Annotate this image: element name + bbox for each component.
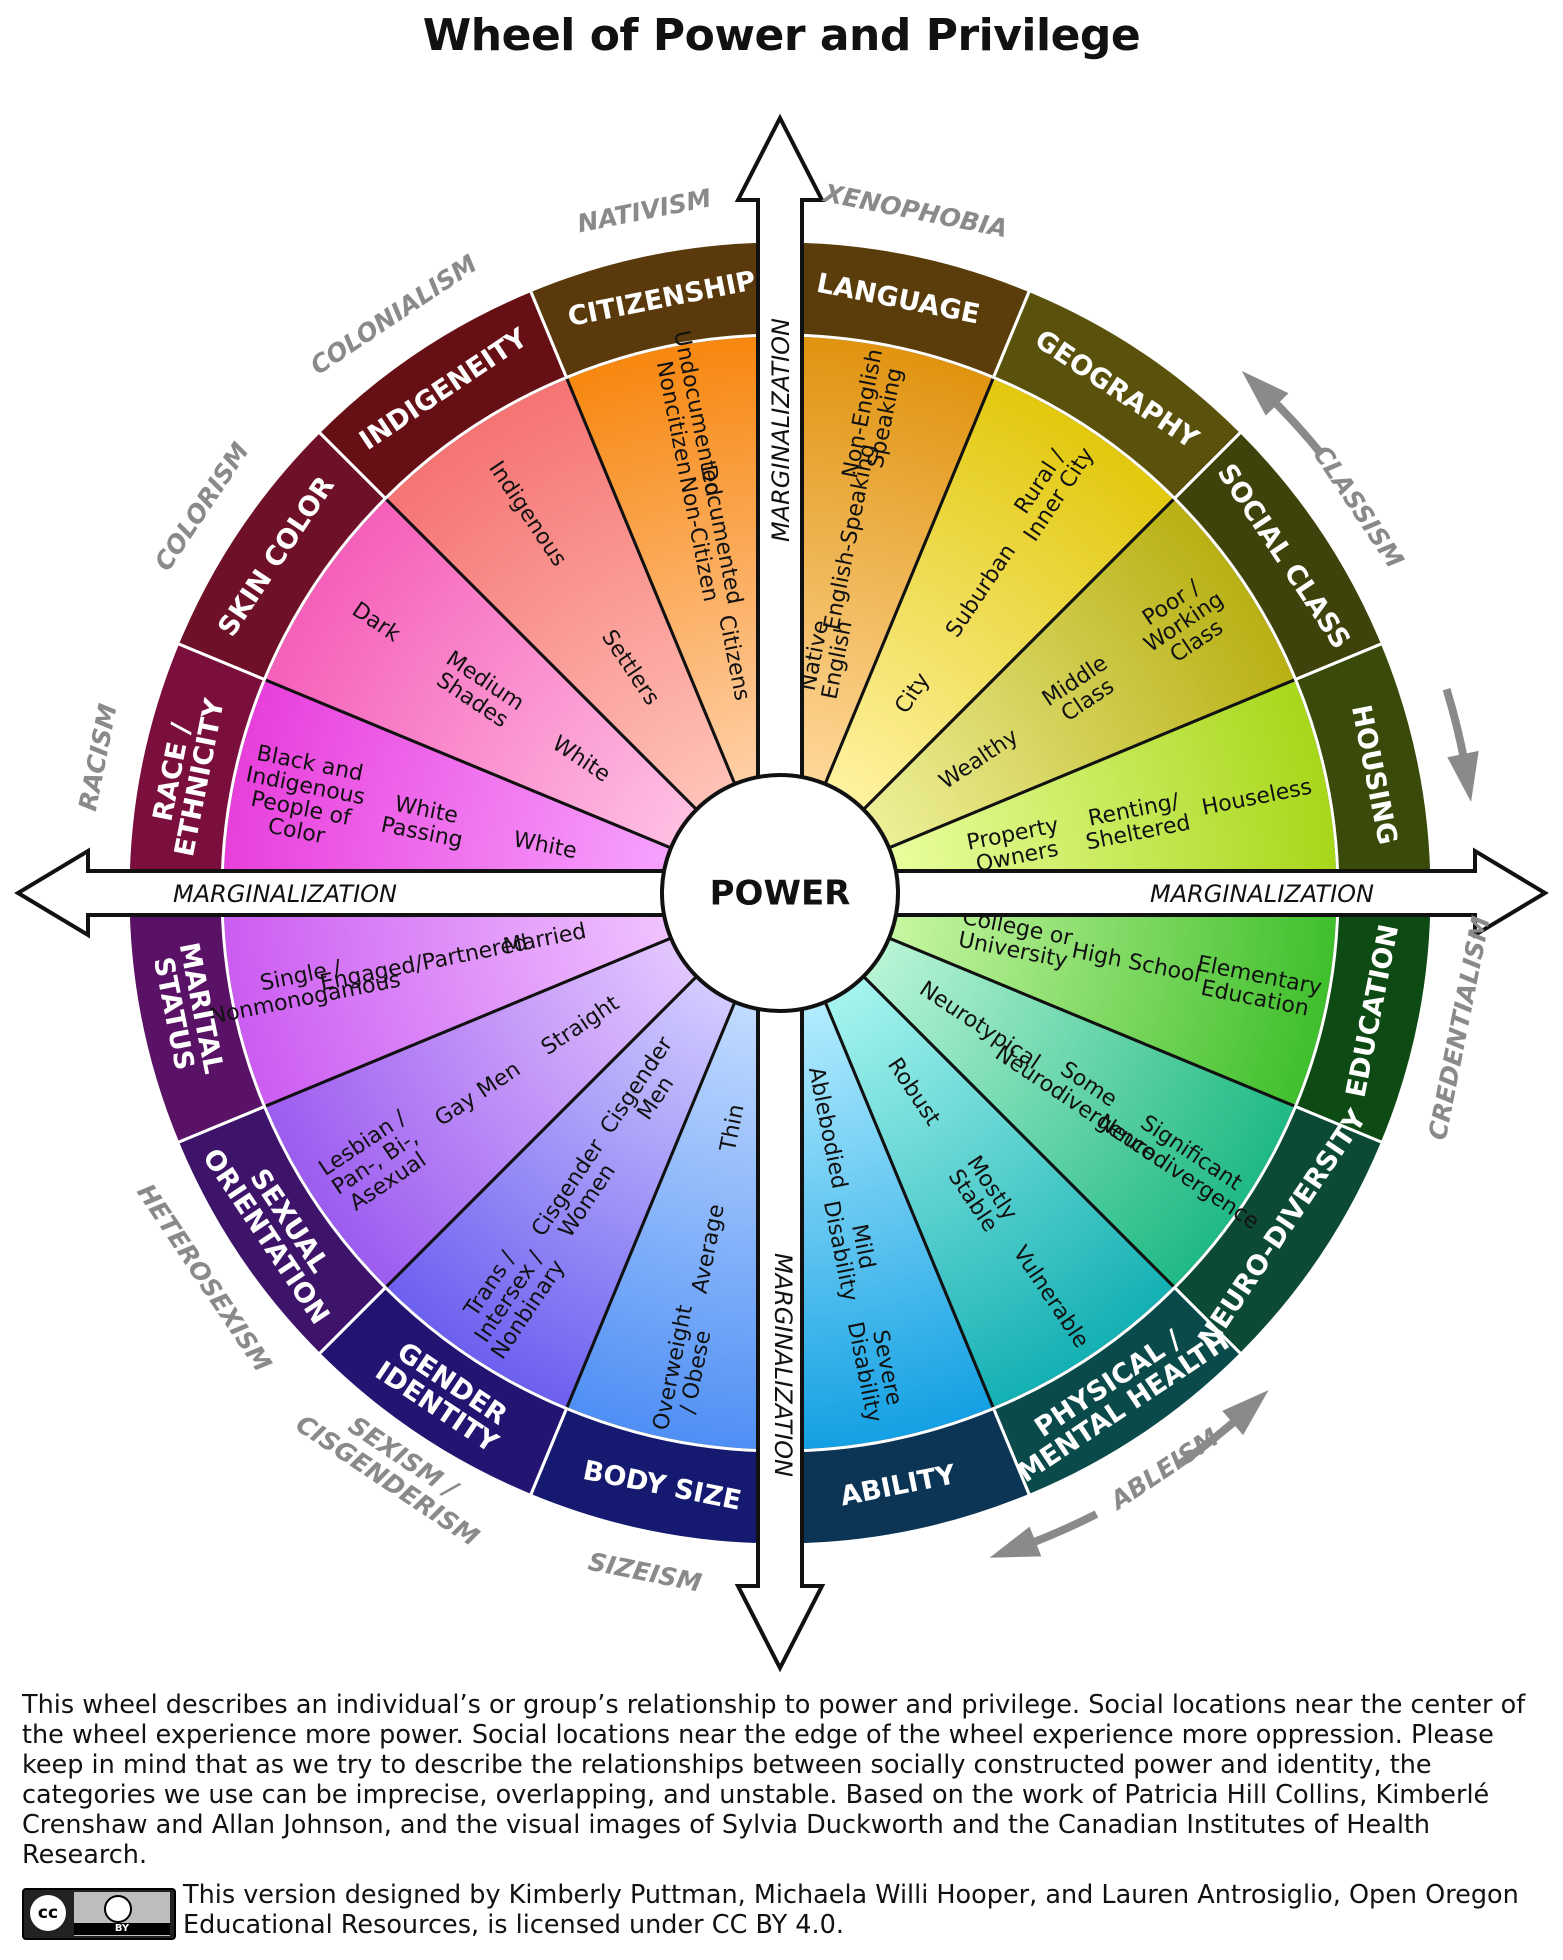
power-circle: [660, 773, 900, 1013]
person-icon: [104, 1895, 132, 1923]
ism-label-education: CREDENTIALISM: [1423, 914, 1496, 1143]
page-title: Wheel of Power and Privilege: [422, 10, 1141, 61]
category-label-marital-status: MARITALSTATUS: [146, 940, 230, 1082]
by-box: BY: [74, 1892, 170, 1936]
wheel-gray-arrows: [989, 370, 1479, 1558]
cc-icon: cc: [30, 1895, 66, 1931]
description-text: This wheel describes an individual’s or …: [22, 1690, 1526, 1870]
classism-arrow-up-head: [1241, 370, 1289, 416]
center-power-label: POWER: [710, 874, 851, 914]
item-race-ethnicity-black-and-indigenous-people-of-color: Black andIndigenousPeople ofColor: [235, 740, 372, 856]
ism-label-language: XENOPHOBIA: [819, 178, 1010, 243]
ism-label-citizenship: NATIVISM: [575, 183, 714, 238]
license-text: This version designed by Kimberly Puttma…: [183, 1880, 1519, 1940]
ableism-arrow-down-head: [989, 1526, 1042, 1558]
ism-label-race-ethnicity: RACISM: [73, 701, 123, 813]
item-geography-rural-inner-city: Rural /Inner City: [1000, 431, 1099, 547]
classism-arrow-down-head: [1447, 750, 1479, 803]
axis-label-left: MARGINALIZATION: [173, 880, 397, 908]
ism-label-body-size: SIZEISM: [586, 1547, 704, 1598]
axis-label-bottom: MARGINALIZATION: [769, 1253, 797, 1477]
center-circle: POWER: [660, 773, 900, 1013]
by-label: BY: [74, 1923, 170, 1935]
wheel-sectors: [126, 239, 1434, 1547]
cc-by-license-badge: cc BY: [22, 1888, 176, 1940]
axis-label-top: MARGINALIZATION: [767, 318, 795, 542]
axis-label-right: MARGINALIZATION: [1150, 880, 1374, 908]
ableism-arrow-up-head: [1222, 1390, 1269, 1436]
